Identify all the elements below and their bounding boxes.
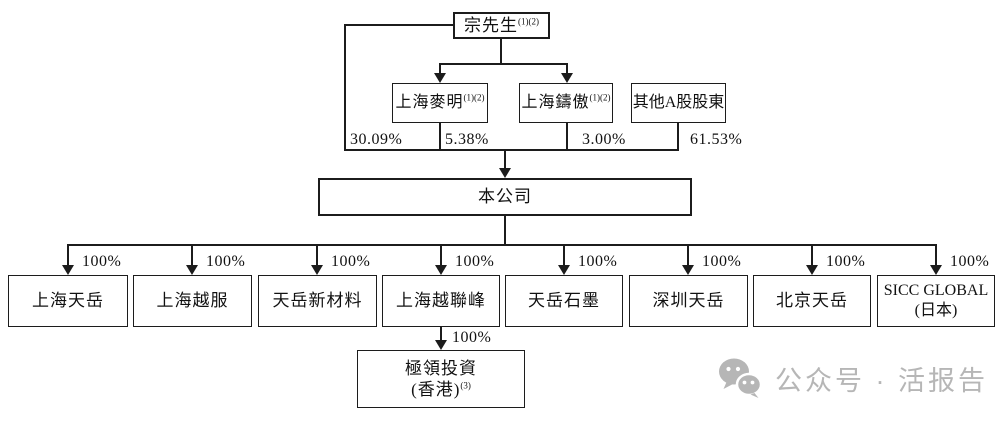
node-label: 北京天岳	[776, 291, 848, 311]
node-label: 上海鑄傲(1)(2)	[521, 92, 611, 111]
node-label: 本公司	[478, 187, 532, 207]
node-shanghai-yuelianfeng: 上海越聯峰	[382, 275, 500, 327]
arrowhead-down	[311, 265, 323, 275]
node-tianyue-xincailiao: 天岳新材料	[258, 275, 377, 327]
node-shenzhen-tianyue: 深圳天岳	[629, 275, 748, 327]
connector-to-sub-7	[811, 244, 813, 266]
connector-to-sub-6	[687, 244, 689, 266]
connector-to-maiming	[439, 63, 441, 75]
connector-to-subsub	[440, 326, 442, 342]
arrowhead-down	[561, 73, 573, 83]
connector-to-sub-8	[935, 244, 937, 266]
footnote-marker: (1)(2)	[518, 16, 539, 27]
connector-company-down	[504, 216, 506, 246]
connector-root-left	[344, 24, 454, 26]
node-shanghai-yuefu: 上海越服	[133, 275, 252, 327]
node-label: 上海越服	[156, 291, 229, 311]
connector-zhuao-drop	[566, 123, 568, 151]
node-other-a-shareholders: 其他A股股東	[631, 83, 726, 123]
node-label: 上海天岳	[32, 291, 104, 311]
pct-maiming: 5.38%	[445, 131, 489, 148]
arrowhead-down	[499, 168, 511, 178]
pct-subsub: 100%	[452, 329, 492, 346]
footnote-marker: (1)(2)	[589, 92, 611, 103]
node-label: 其他A股股東	[632, 94, 725, 111]
connector-to-zhuao	[566, 63, 568, 75]
node-label: 天岳石墨	[528, 291, 600, 311]
connector-to-sub-4	[440, 244, 442, 266]
node-jiling-investment: 極領投資 (香港)(3)	[357, 350, 525, 408]
node-label: 極領投資 (香港)(3)	[405, 358, 477, 399]
arrowhead-down	[806, 265, 818, 275]
arrowhead-down	[930, 265, 942, 275]
arrowhead-down	[434, 73, 446, 83]
footnote-marker: (1)(2)	[463, 92, 485, 103]
connector-subsidiary-bus	[68, 244, 937, 246]
node-label: 宗先生(1)(2)	[464, 15, 539, 35]
connector-to-sub-1	[67, 244, 69, 266]
node-shanghai-maiming: 上海麥明(1)(2)	[392, 83, 488, 123]
pct-sub-1: 100%	[82, 253, 122, 270]
connector-othershareholders-drop	[677, 123, 679, 151]
node-label: SICC GLOBAL (日本)	[883, 282, 989, 319]
node-label: 上海麥明(1)(2)	[395, 92, 485, 111]
connector-root-down	[500, 38, 502, 64]
pct-sub-8: 100%	[950, 253, 990, 270]
node-sicc-global: SICC GLOBAL (日本)	[877, 275, 995, 327]
node-label: 深圳天岳	[652, 291, 725, 311]
pct-sub-2: 100%	[206, 253, 246, 270]
footnote-marker: (3)	[460, 380, 471, 391]
node-label: 上海越聯峰	[396, 291, 486, 311]
arrowhead-down	[62, 265, 74, 275]
arrowhead-down	[558, 265, 570, 275]
pct-sub-7: 100%	[826, 253, 866, 270]
pct-sub-5: 100%	[578, 253, 618, 270]
arrowhead-down	[435, 265, 447, 275]
connector-to-company	[504, 149, 506, 169]
connector-root-split	[439, 63, 568, 65]
node-shanghai-zhuao: 上海鑄傲(1)(2)	[519, 83, 613, 123]
pct-sub-6: 100%	[702, 253, 742, 270]
connector-maiming-drop	[439, 123, 441, 151]
connector-shareholder-bus	[344, 149, 679, 151]
node-label: 天岳新材料	[272, 291, 363, 311]
pct-sub-3: 100%	[331, 253, 371, 270]
connector-to-sub-3	[316, 244, 318, 266]
arrowhead-down	[186, 265, 198, 275]
node-tianyue-shimo: 天岳石墨	[505, 275, 623, 327]
node-shanghai-tianyue: 上海天岳	[8, 275, 128, 327]
pct-sub-4: 100%	[455, 253, 495, 270]
watermark-text: 公众号 · 活报告	[775, 365, 988, 396]
arrowhead-down	[682, 265, 694, 275]
pct-zhuao: 3.00%	[582, 131, 626, 148]
node-zong-xiansheng: 宗先生(1)(2)	[453, 12, 550, 39]
connector-to-sub-2	[191, 244, 193, 266]
pct-other-a: 61.53%	[690, 131, 743, 148]
watermark: 公众号 · 活报告	[718, 358, 988, 398]
pct-zong-direct: 30.09%	[350, 131, 403, 148]
node-company: 本公司	[318, 178, 692, 216]
arrowhead-down	[435, 340, 447, 350]
connector-root-left-drop	[344, 24, 346, 151]
node-beijing-tianyue: 北京天岳	[753, 275, 871, 327]
connector-to-sub-5	[563, 244, 565, 266]
wechat-icon	[718, 358, 763, 398]
